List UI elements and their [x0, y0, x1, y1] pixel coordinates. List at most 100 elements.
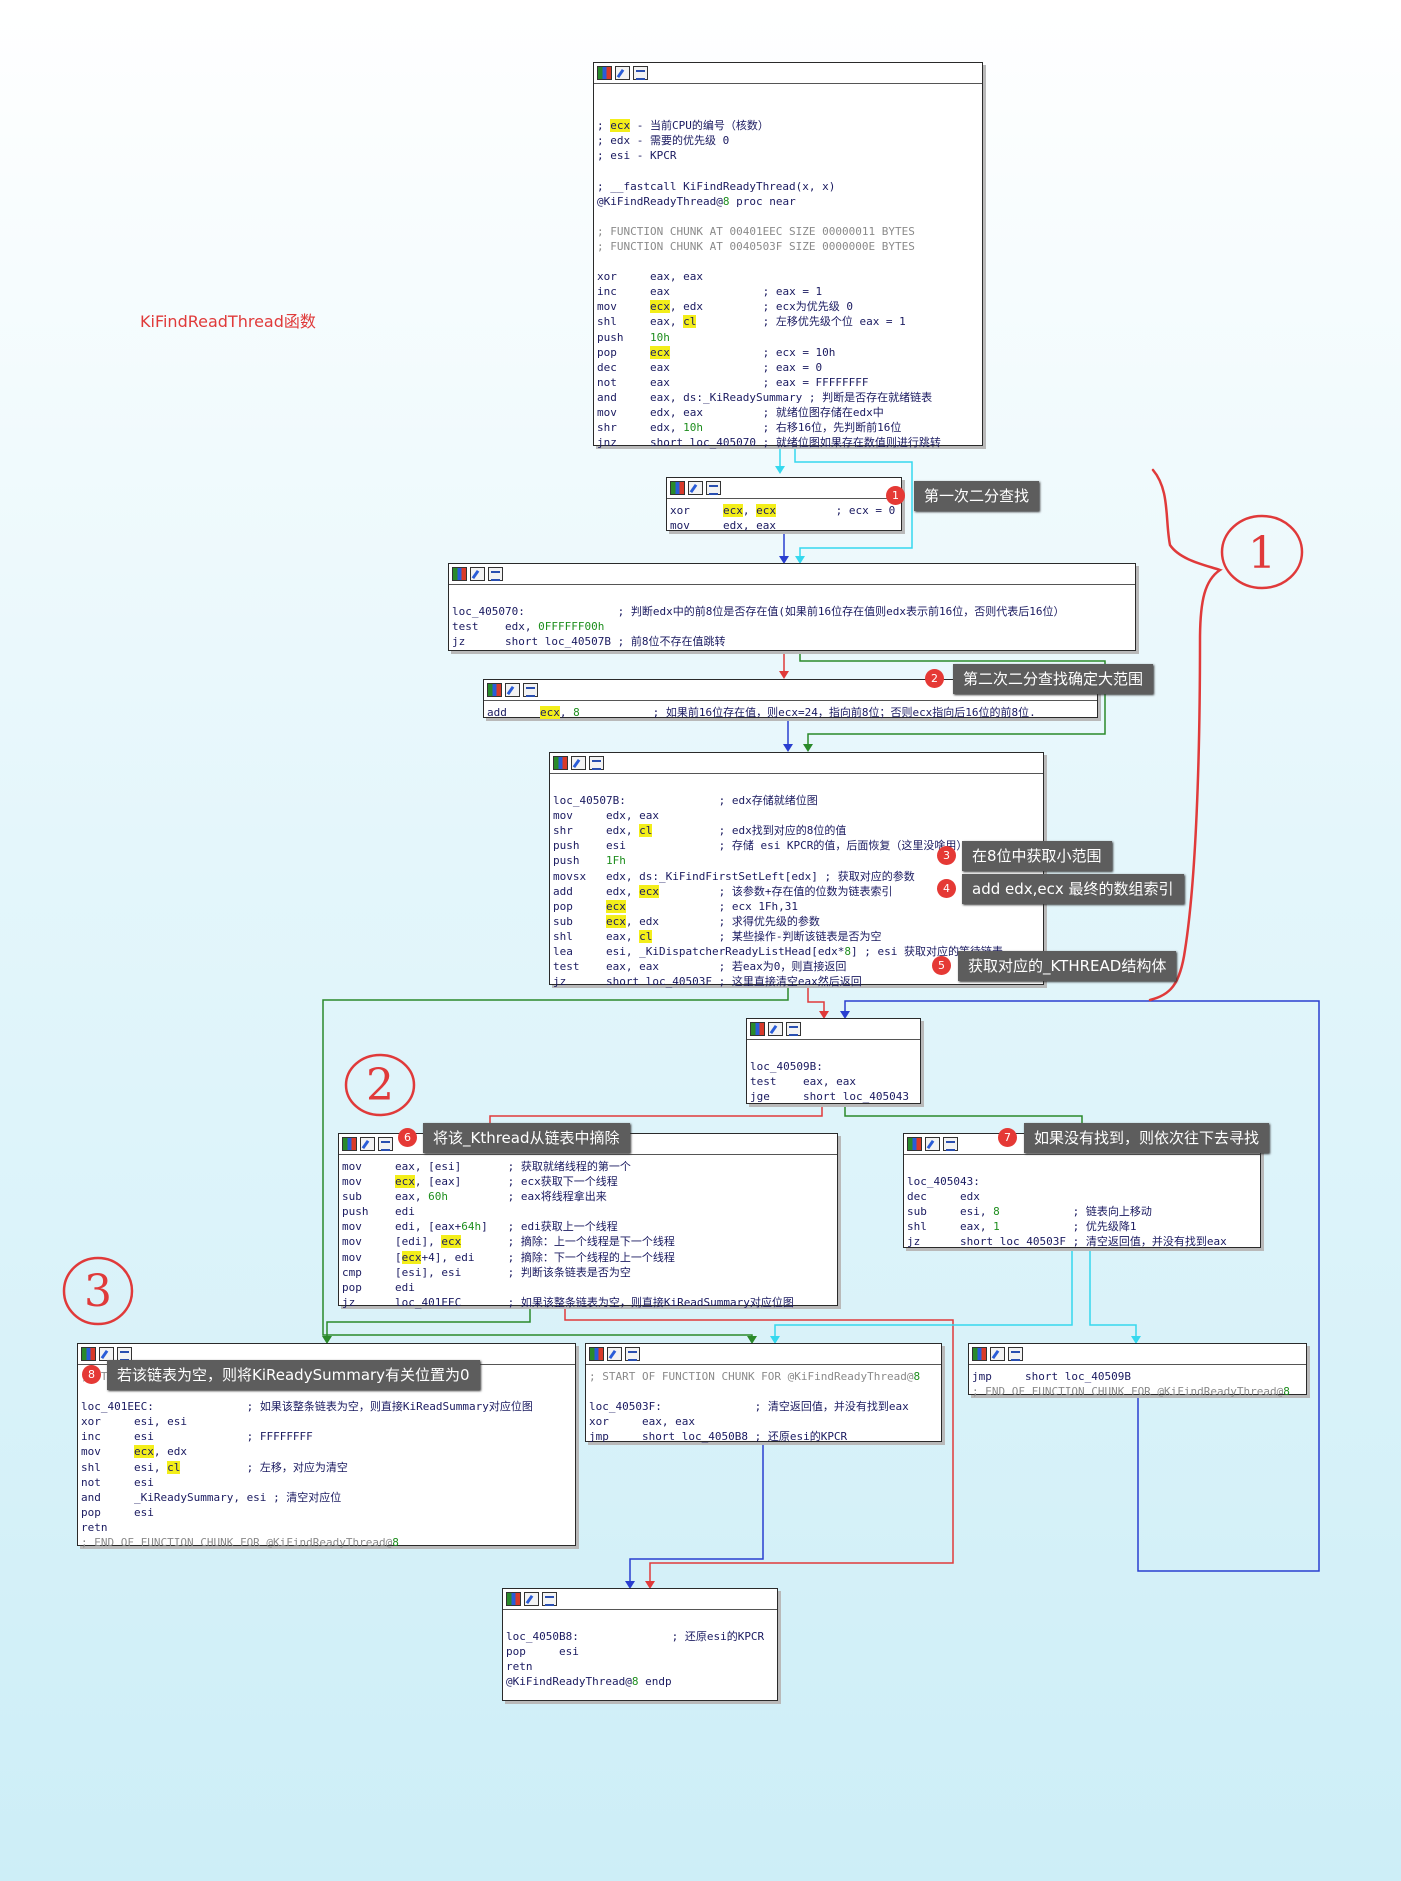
code-line[interactable]: ; END OF FUNCTION CHUNK FOR @KiFindReady…: [972, 1385, 1290, 1399]
code-line[interactable]: and _KiReadySummary, esi ; 清空对应位: [81, 1490, 342, 1504]
code-line[interactable]: push 1Fh: [553, 854, 626, 868]
code-line[interactable]: [907, 1159, 1257, 1174]
graph-icon[interactable]: [670, 481, 685, 495]
xref-icon[interactable]: [625, 1347, 640, 1361]
code-line[interactable]: movsx edx, ds:_KiFindFirstSetLeft[edx] ;…: [553, 869, 915, 883]
code-line[interactable]: dec edx: [907, 1190, 980, 1204]
code-body[interactable]: ; ecx - 当前CPU的编号（核数）; edx - 需要的优先级 0; es…: [594, 84, 982, 453]
code-line[interactable]: [597, 163, 979, 178]
code-line[interactable]: [553, 778, 1040, 793]
code-line[interactable]: inc eax ; eax = 1: [597, 285, 823, 299]
graph-icon[interactable]: [972, 1347, 987, 1361]
code-line[interactable]: [597, 88, 979, 103]
code-line[interactable]: ; __fastcall KiFindReadyThread(x, x): [597, 179, 836, 193]
xref-icon[interactable]: [117, 1347, 132, 1361]
edit-icon[interactable]: [607, 1347, 622, 1361]
code-line[interactable]: ; edx - 需要的优先级 0: [597, 134, 730, 148]
graph-icon[interactable]: [597, 66, 612, 80]
code-line[interactable]: pop ecx ; ecx 1Fh,31: [553, 899, 799, 913]
code-line[interactable]: pop edi: [342, 1280, 415, 1294]
code-line[interactable]: [597, 103, 979, 118]
xref-icon[interactable]: [378, 1137, 393, 1151]
code-body[interactable]: xor ecx, ecx ; ecx = 0 mov edx, eax: [667, 499, 901, 536]
edit-icon[interactable]: [470, 567, 485, 581]
code-line[interactable]: mov [edi], ecx ; 摘除：上一个线程是下一个线程: [342, 1235, 675, 1249]
code-line[interactable]: @KiFindReadyThread@8 endp: [506, 1675, 672, 1689]
graph-icon[interactable]: [452, 567, 467, 581]
xref-icon[interactable]: [523, 683, 538, 697]
code-line[interactable]: shl eax, 1 ; 优先级降1: [907, 1220, 1137, 1234]
code-line[interactable]: mov edi, [eax+64h] ; edi获取上一个线程: [342, 1220, 618, 1234]
code-line[interactable]: mov eax, [esi] ; 获取就绪线程的第一个: [342, 1160, 631, 1173]
code-line[interactable]: mov [ecx+4], edi ; 摘除：下一个线程的上一个线程: [342, 1250, 675, 1264]
xref-icon[interactable]: [589, 756, 604, 770]
code-line[interactable]: mov ecx, edx ; ecx为优先级 0: [597, 300, 853, 314]
code-line[interactable]: sub ecx, edx ; 求得优先级的参数: [553, 914, 820, 928]
code-line[interactable]: push 10h: [597, 330, 670, 344]
code-body[interactable]: add ecx, 8 ; 如果前16位存在值，则ecx=24，指向前8位；否则e…: [484, 701, 1097, 723]
code-line[interactable]: ; START OF FUNCTION CHUNK FOR @KiFindRea…: [589, 1370, 921, 1383]
code-block-jmp-loc-40509b[interactable]: jmp short loc_40509B ; END OF FUNCTION CH…: [968, 1343, 1307, 1398]
code-line[interactable]: [597, 209, 979, 224]
code-line[interactable]: @KiFindReadyThread@8 proc near: [597, 194, 796, 208]
code-line[interactable]: jmp short loc_4050B8 ; 还原esi的KPCR: [589, 1430, 848, 1444]
code-line[interactable]: shr edx, cl ; edx找到对应的8位的值: [553, 824, 847, 838]
code-line[interactable]: cmp [esi], esi ; 判断该条链表是否为空: [342, 1265, 631, 1279]
code-line[interactable]: loc_40507B: ; edx存储就绪位图: [553, 794, 818, 808]
code-line[interactable]: jmp short loc_40509B: [972, 1370, 1131, 1383]
edit-icon[interactable]: [571, 756, 586, 770]
code-block-entry[interactable]: ; ecx - 当前CPU的编号（核数）; edx - 需要的优先级 0; es…: [593, 62, 983, 449]
code-line[interactable]: test edx, 0FFFFFF00h: [452, 620, 605, 634]
code-line[interactable]: jge short loc_405043: [750, 1090, 909, 1104]
code-line[interactable]: add edx, ecx ; 该参数+存在值的位数为链表索引: [553, 884, 893, 898]
edit-icon[interactable]: [768, 1022, 783, 1036]
code-line[interactable]: dec eax ; eax = 0: [597, 360, 823, 374]
code-line[interactable]: mov edx, eax: [670, 519, 776, 533]
code-line[interactable]: mov edx, eax ; 就绪位图存储在edx中: [597, 405, 884, 419]
edit-icon[interactable]: [505, 683, 520, 697]
code-line[interactable]: loc_40503F: ; 清空返回值，并没有找到eax: [589, 1400, 909, 1414]
code-line[interactable]: retn: [506, 1660, 533, 1674]
code-line[interactable]: [589, 1384, 938, 1399]
edit-icon[interactable]: [688, 481, 703, 495]
code-block-loc-40503f[interactable]: ; START OF FUNCTION CHUNK FOR @KiFindRea…: [585, 1343, 942, 1444]
graph-icon[interactable]: [750, 1022, 765, 1036]
code-line[interactable]: [597, 254, 979, 269]
code-line[interactable]: jnz short loc_405070 ; 就绪位图如果存在数值则进行跳转: [597, 436, 941, 450]
code-line[interactable]: retn: [81, 1520, 108, 1534]
xref-icon[interactable]: [633, 66, 648, 80]
code-line[interactable]: ; FUNCTION CHUNK AT 00401EEC SIZE 000000…: [597, 224, 915, 238]
graph-icon[interactable]: [342, 1137, 357, 1151]
code-line[interactable]: xor eax, eax: [589, 1415, 695, 1429]
graph-icon[interactable]: [553, 756, 568, 770]
code-line[interactable]: inc esi ; FFFFFFFF: [81, 1430, 313, 1444]
edit-icon[interactable]: [360, 1137, 375, 1151]
code-body[interactable]: mov eax, [esi] ; 获取就绪线程的第一个 mov ecx, [eax…: [339, 1155, 837, 1313]
code-body[interactable]: jmp short loc_40509B ; END OF FUNCTION CH…: [969, 1365, 1306, 1402]
graph-icon[interactable]: [506, 1592, 521, 1606]
code-line[interactable]: [452, 589, 1132, 604]
xref-icon[interactable]: [1008, 1347, 1023, 1361]
code-line[interactable]: and eax, ds:_KiReadySummary ; 判断是否存在就绪链表: [597, 390, 933, 404]
code-body[interactable]: loc_405070: ; 判断edx中的前8位是否存在值(如果前16位存在值则…: [449, 585, 1135, 652]
edit-icon[interactable]: [99, 1347, 114, 1361]
code-line[interactable]: pop esi: [506, 1645, 579, 1659]
code-line[interactable]: xor ecx, ecx ; ecx = 0: [670, 504, 896, 517]
edit-icon[interactable]: [615, 66, 630, 80]
xref-icon[interactable]: [542, 1592, 557, 1606]
code-line[interactable]: sub eax, 60h ; eax将线程拿出来: [342, 1190, 607, 1204]
code-line[interactable]: jz loc_401EEC ; 如果该整条链表为空，则直接KiReadSumma…: [342, 1295, 794, 1309]
code-block-zero-ecx[interactable]: xor ecx, ecx ; ecx = 0 mov edx, eax: [666, 477, 902, 532]
code-block-loc-405070[interactable]: loc_405070: ; 判断edx中的前8位是否存在值(如果前16位存在值则…: [448, 563, 1136, 651]
code-line[interactable]: ; esi - KPCR: [597, 149, 677, 163]
code-line[interactable]: mov ecx, [eax] ; ecx获取下一个线程: [342, 1175, 618, 1189]
code-line[interactable]: [506, 1614, 774, 1629]
code-line[interactable]: shl esi, cl ; 左移，对应为清空: [81, 1460, 348, 1474]
code-line[interactable]: shr edx, 10h ; 右移16位，先判断前16位: [597, 421, 902, 435]
code-line[interactable]: loc_4050B8: ; 还原esi的KPCR: [506, 1630, 765, 1644]
